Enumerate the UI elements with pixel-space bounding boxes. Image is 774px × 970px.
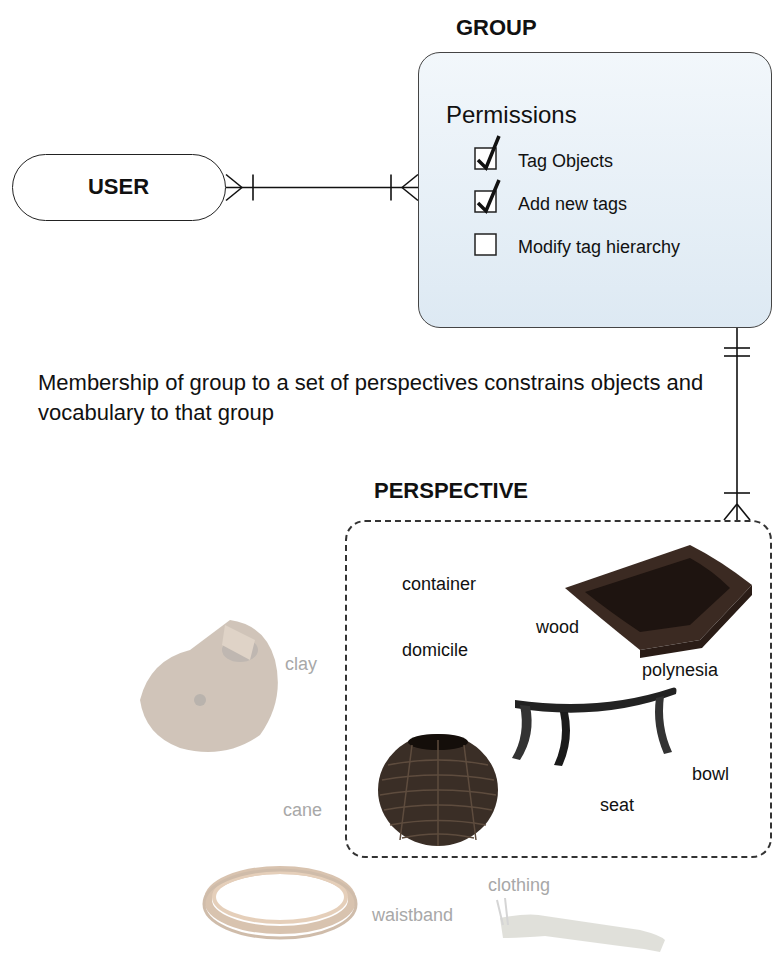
connector-stroke [402, 175, 418, 188]
tag-word: wood [536, 617, 579, 638]
connector-stroke [390, 175, 392, 201]
connector-stroke [226, 175, 242, 188]
checkmark [478, 136, 499, 168]
connector-stroke [737, 504, 750, 520]
permission-item: Tag Objects [518, 151, 613, 172]
woven-pot [378, 734, 498, 846]
wooden-seat [512, 688, 677, 766]
note-text: Membership of group to a set of perspect… [38, 368, 718, 429]
perspective-region: PERSPECTIVEcontainerdomicilewoodpolynesi… [345, 520, 772, 858]
checkbox [475, 234, 496, 255]
connector-stroke [402, 188, 418, 201]
tag-word: seat [600, 795, 634, 816]
relationship-connector [226, 175, 418, 201]
greyed-tag: waistband [372, 903, 453, 928]
section-title: Permissions [446, 101, 577, 129]
checkbox [475, 148, 496, 169]
greyed-tag: clay [285, 652, 317, 677]
cane-ring [204, 870, 356, 938]
connector-stroke [226, 187, 418, 189]
wooden-dish [565, 545, 752, 658]
tag-word: container [402, 574, 476, 595]
connector-stroke [226, 188, 242, 201]
entity-pill: USER [12, 154, 226, 221]
waistband [497, 898, 665, 952]
permission-item: Modify tag hierarchy [518, 237, 680, 258]
greyed-tag: cane [283, 798, 322, 823]
connector-stroke [724, 355, 750, 357]
connector-stroke [724, 492, 750, 494]
clay-lamp [140, 620, 278, 752]
tag-word: bowl [692, 764, 729, 785]
node-label: USER [88, 174, 149, 200]
node-heading: PERSPECTIVE [374, 478, 528, 504]
relationship-connector [724, 328, 750, 520]
tag-word: polynesia [642, 660, 718, 681]
connector-stroke [724, 347, 750, 349]
checkbox [475, 191, 496, 212]
group-box: GROUPPermissionsTag ObjectsAdd new tagsM… [418, 52, 772, 328]
connector-stroke [736, 328, 738, 520]
tag-word: domicile [402, 640, 468, 661]
node-heading: GROUP [456, 15, 537, 41]
greyed-tag: clothing [488, 873, 550, 898]
checkmark [478, 180, 499, 211]
connector-stroke [252, 175, 254, 201]
connector-stroke [724, 504, 737, 520]
permission-item: Add new tags [518, 194, 627, 215]
